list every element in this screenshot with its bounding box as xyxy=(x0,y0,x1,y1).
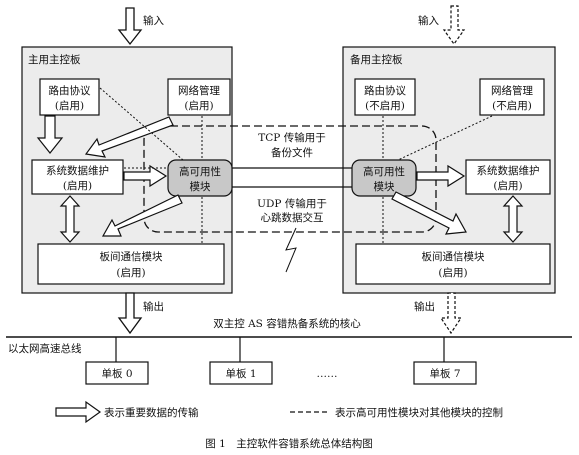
input-arrow-left xyxy=(117,7,143,46)
primary-interboard-name: 板间通信模块 xyxy=(100,250,163,263)
primary-netmgmt-state: (启用) xyxy=(184,99,213,112)
arrow-sysdata-to-ha xyxy=(123,164,168,188)
udp-label-line2: 心跳数据交互 xyxy=(261,211,324,224)
udp-label-line1: UDP 传输用于 xyxy=(257,197,327,210)
board-1 xyxy=(209,361,273,385)
backup-netmgmt-module xyxy=(479,78,545,116)
backup-sysdata-module xyxy=(465,159,551,195)
tcp-label-line1: TCP 传输用于 xyxy=(258,131,325,144)
arrow-routing-to-sysdata xyxy=(36,115,64,154)
backup-netmgmt-state: (不启用) xyxy=(492,99,532,112)
primary-sysdata-state: (启用) xyxy=(63,179,92,192)
figure-caption: 图 1 主控软件容错系统总体结构图 xyxy=(205,437,373,450)
tcp-label-line2: 备份文件 xyxy=(271,146,313,159)
lightning-symbol xyxy=(285,227,297,273)
output-arrow-right xyxy=(439,292,463,335)
input-label-right: 输入 xyxy=(418,14,439,27)
bus-label: 以太网高速总线 xyxy=(8,342,82,355)
backup-ha-module xyxy=(351,159,417,197)
primary-sysdata-module xyxy=(31,159,124,195)
arrow-ha-to-interboard xyxy=(101,194,183,237)
arrow-backup-ha-to-sysdata xyxy=(416,164,466,188)
backup-netmgmt-name: 网络管理 xyxy=(491,84,533,97)
core-label: 双主控 AS 容错热备系统的核心 xyxy=(213,317,361,330)
backup-interboard-name: 板间通信模块 xyxy=(422,250,485,263)
backup-routing-module xyxy=(354,78,416,116)
backup-ha-sub: 模块 xyxy=(374,181,395,193)
legend-arrow-text: 表示重要数据的传输 xyxy=(104,406,199,419)
arrow-sysdata-interboard xyxy=(59,195,81,243)
primary-netmgmt-name: 网络管理 xyxy=(178,84,220,97)
board-1-label: 单板 1 xyxy=(225,367,256,380)
output-arrow-left xyxy=(117,292,143,335)
legend-dash-text: 表示高可用性模块对其他模块的控制 xyxy=(335,406,503,419)
primary-ha-module xyxy=(167,159,233,197)
input-arrow-right xyxy=(442,5,466,46)
legend-hollow-arrow xyxy=(55,400,102,424)
board-0-label: 单板 0 xyxy=(101,367,132,380)
arrow-netmgmt-to-sysdata xyxy=(84,116,174,158)
arrow-backup-sysdata-interboard xyxy=(502,195,524,243)
backup-routing-name: 路由协议 xyxy=(364,84,406,97)
primary-routing-name: 路由协议 xyxy=(49,84,91,97)
backup-control-line-netmgmt xyxy=(397,115,493,161)
board-0 xyxy=(85,361,149,385)
primary-board-title: 主用主控板 xyxy=(28,53,81,66)
output-label-left: 输出 xyxy=(143,300,164,313)
board-7 xyxy=(413,361,477,385)
backup-ha-name: 高可用性 xyxy=(363,165,405,178)
board-7-label: 单板 7 xyxy=(429,367,460,380)
input-label-left: 输入 xyxy=(143,14,164,27)
backup-board-title: 备用主控板 xyxy=(350,53,403,66)
primary-sysdata-name: 系统数据维护 xyxy=(46,164,109,177)
primary-netmgmt-module xyxy=(167,78,231,116)
primary-interboard-module xyxy=(37,243,225,285)
arrow-backup-ha-to-interboard xyxy=(391,191,467,235)
primary-interboard-state: (启用) xyxy=(116,266,145,279)
primary-routing-module xyxy=(39,78,100,116)
output-label-right: 输出 xyxy=(414,300,435,313)
primary-routing-state: (启用) xyxy=(55,99,84,112)
primary-ha-name: 高可用性 xyxy=(179,165,221,178)
primary-ha-sub: 模块 xyxy=(190,181,211,193)
backup-sysdata-name: 系统数据维护 xyxy=(477,164,540,177)
board-ellipsis: …… xyxy=(317,368,338,380)
backup-interboard-state: (启用) xyxy=(438,266,467,279)
backup-routing-state: (不启用) xyxy=(365,99,405,112)
backup-sysdata-state: (启用) xyxy=(493,179,522,192)
backup-interboard-module xyxy=(355,243,551,285)
